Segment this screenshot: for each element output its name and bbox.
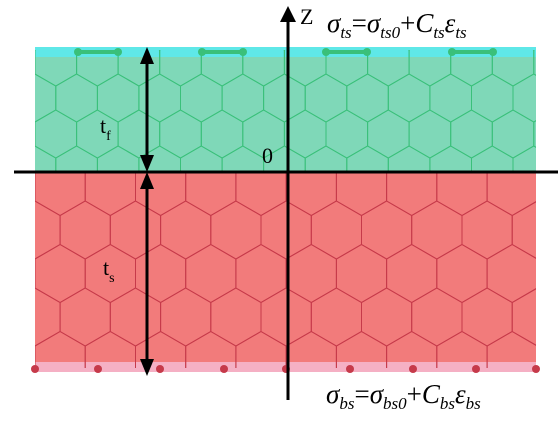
film-layer [35,50,536,172]
substrate-thickness-arrowhead-bottom [140,359,154,376]
lattice-hexagon [241,50,244,51]
lattice-hexagon [0,146,14,194]
lattice-hexagon [486,330,536,368]
lattice-hexagon [555,146,558,194]
substrate-stress-equation: σbs=σbs0+Cbsεbs [326,379,481,413]
lattice-hexagon [555,74,558,122]
surface-atom [220,365,228,373]
lattice-hexagon [532,50,535,51]
lattice-hexagon [537,332,558,390]
lattice-hexagon [35,258,36,289]
substrate-hexagonal-lattice [0,114,558,390]
film-stress-equation: σts=σts0+Ctsεts [327,8,467,42]
origin-label: 0 [262,143,273,168]
surface-atom [448,48,456,56]
lattice-hexagon [158,50,161,51]
surface-atom [74,48,82,56]
lattice-hexagon [512,145,536,172]
lattice-hexagon [117,50,120,51]
substrate-thickness-label: ts [103,255,115,286]
z-axis-arrowhead [280,6,296,22]
surface-atom [363,48,371,56]
lattice-hexagon [511,288,536,346]
lattice-hexagon [511,201,536,259]
film-thickness-arrowhead-top [140,47,154,64]
surface-atom [156,365,164,373]
lattice-hexagon [0,2,14,50]
lattice-hexagon [35,345,36,368]
lattice-hexagon [537,158,558,216]
substrate-thickness-arrowhead-top [140,172,154,189]
surface-atom [409,365,417,373]
lattice-hexagon [0,201,10,259]
lattice-hexagon [35,50,37,51]
lattice-hexagon [35,121,36,147]
surface-atom [31,365,39,373]
lattice-hexagon [0,114,10,172]
film-surface-atoms [74,48,497,56]
surface-atom [239,48,247,56]
lattice-hexagon [0,74,14,122]
surface-atom [346,365,354,373]
lattice-hexagon [533,120,536,148]
lattice-hexagon [200,50,203,51]
surface-atom [322,48,330,56]
surface-atom [114,48,122,56]
lattice-hexagon [533,50,536,76]
substrate-layer [35,172,536,368]
lattice-hexagon [0,288,10,346]
lattice-hexagon [35,50,36,75]
film-thickness-arrowhead-bottom [140,155,154,172]
lattice-hexagon [537,245,558,303]
film-hexagonal-lattice [0,2,558,194]
surface-atom [532,365,540,373]
surface-atom [198,48,206,56]
film-thickness-label: tf [100,113,111,144]
z-axis-label: Z [300,4,313,29]
lattice-hexagon [555,2,558,50]
lattice-hexagon [491,50,494,51]
surface-atom [472,365,480,373]
lattice-hexagon [35,172,36,202]
lattice-hexagon [75,50,78,51]
surface-atom [94,365,102,373]
surface-atom [489,48,497,56]
lattice-hexagon [283,50,286,51]
film-top-surface-band [35,47,536,57]
